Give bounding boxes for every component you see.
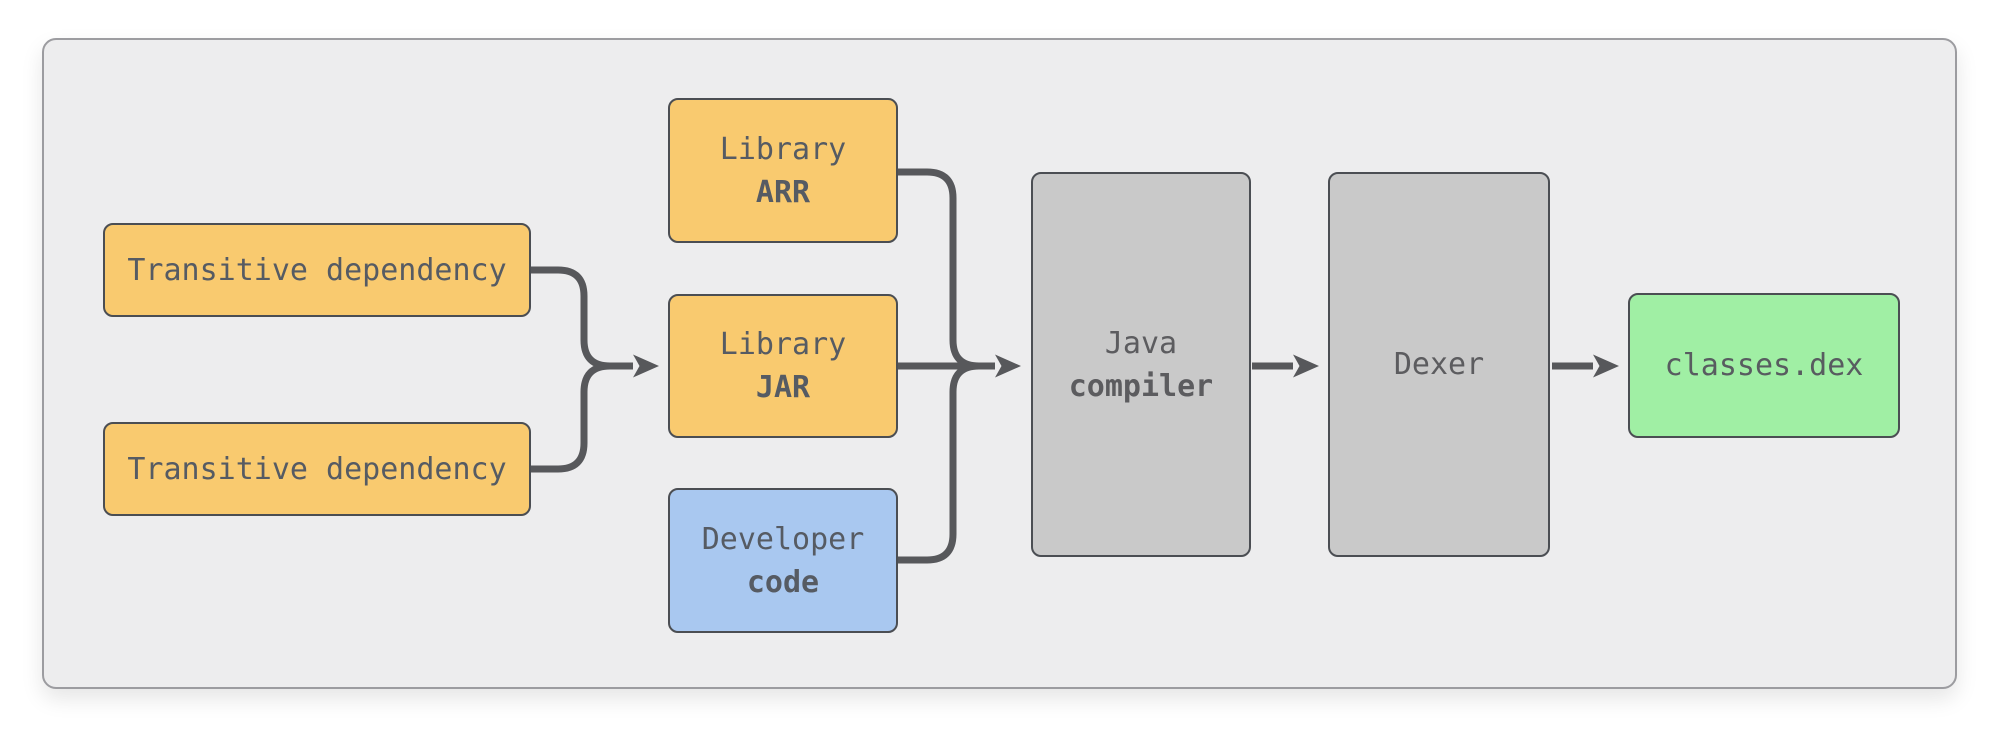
node-label-line2: compiler [1068,368,1214,404]
node-classes-dex: classes.dex [1628,293,1900,438]
node-label-line2: ARR [755,174,811,210]
node-library-arr: Library ARR [668,98,898,243]
node-transitive-dependency-1: Transitive dependency [103,223,531,317]
node-label-line2: code [746,564,820,600]
node-transitive-dependency-2: Transitive dependency [103,422,531,516]
node-developer-code: Developer code [668,488,898,633]
node-label-line1: Library [719,327,847,362]
node-label: Transitive dependency [127,252,507,288]
node-label: classes.dex [1664,348,1864,383]
node-label-line1: Java [1104,325,1178,361]
node-label-line2: JAR [755,370,811,405]
node-java-compiler: Java compiler [1031,172,1251,557]
node-label-line1: Library [719,131,847,167]
node-library-jar: Library JAR [668,294,898,438]
node-dexer: Dexer [1328,172,1550,557]
node-label: Transitive dependency [127,451,507,487]
node-label-line1: Developer [701,521,865,557]
node-label: Dexer [1393,347,1485,382]
